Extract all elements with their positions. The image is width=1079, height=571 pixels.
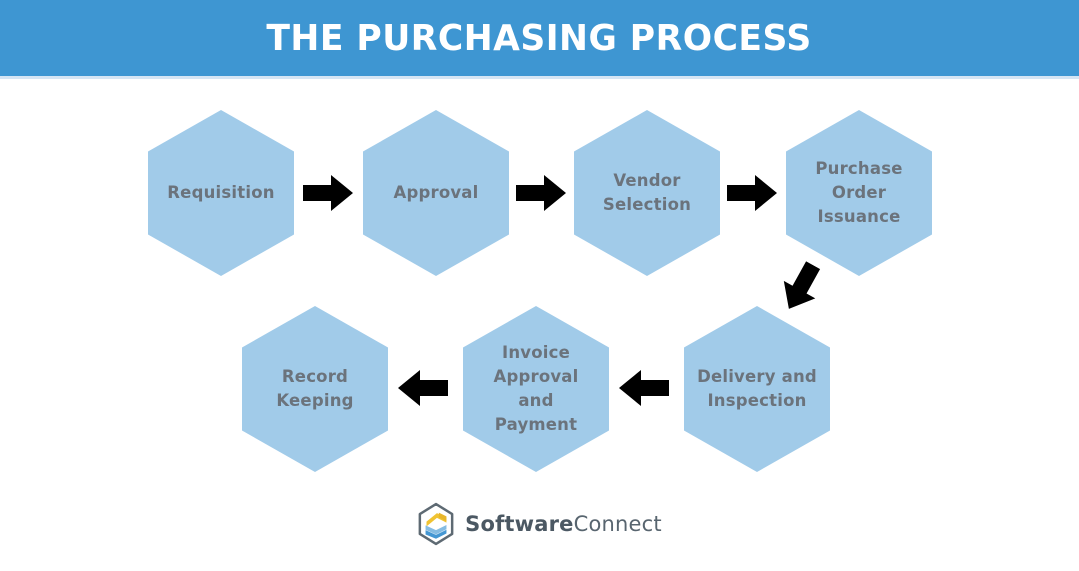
arrow-right-icon (727, 175, 777, 211)
logo-text: SoftwareConnect (465, 512, 662, 536)
arrow-right-icon (303, 175, 353, 211)
process-step-delivery-and-inspection: Delivery and Inspection (684, 306, 830, 472)
process-step-vendor-selection: Vendor Selection (574, 110, 720, 276)
process-step-record-keeping: Record Keeping (242, 306, 388, 472)
arrow-down-left-icon (773, 256, 829, 317)
arrow-left-icon (619, 370, 669, 406)
process-step-requisition: Requisition (148, 110, 294, 276)
step-label: Invoice Approval and Payment (493, 343, 579, 434)
step-label: Purchase Order Issuance (815, 159, 903, 226)
step-label: Approval (393, 183, 479, 203)
process-step-invoice-approval-and-payment: Invoice Approval and Payment (463, 306, 609, 472)
step-label: Record Keeping (276, 367, 354, 410)
step-label: Requisition (167, 183, 275, 203)
process-step-approval: Approval (363, 110, 509, 276)
arrow-left-icon (398, 370, 448, 406)
software-connect-hexagon-icon (417, 502, 455, 546)
logo-text-software: Software (465, 512, 574, 536)
logo-text-connect: Connect (573, 512, 662, 536)
software-connect-logo: SoftwareConnect (0, 498, 1079, 550)
step-label: Delivery and Inspection (697, 367, 817, 410)
page-title: THE PURCHASING PROCESS (266, 17, 813, 59)
title-banner: THE PURCHASING PROCESS (0, 0, 1079, 79)
process-step-purchase-order-issuance: Purchase Order Issuance (786, 110, 932, 276)
arrow-right-icon (516, 175, 566, 211)
step-label: Vendor Selection (602, 171, 692, 214)
